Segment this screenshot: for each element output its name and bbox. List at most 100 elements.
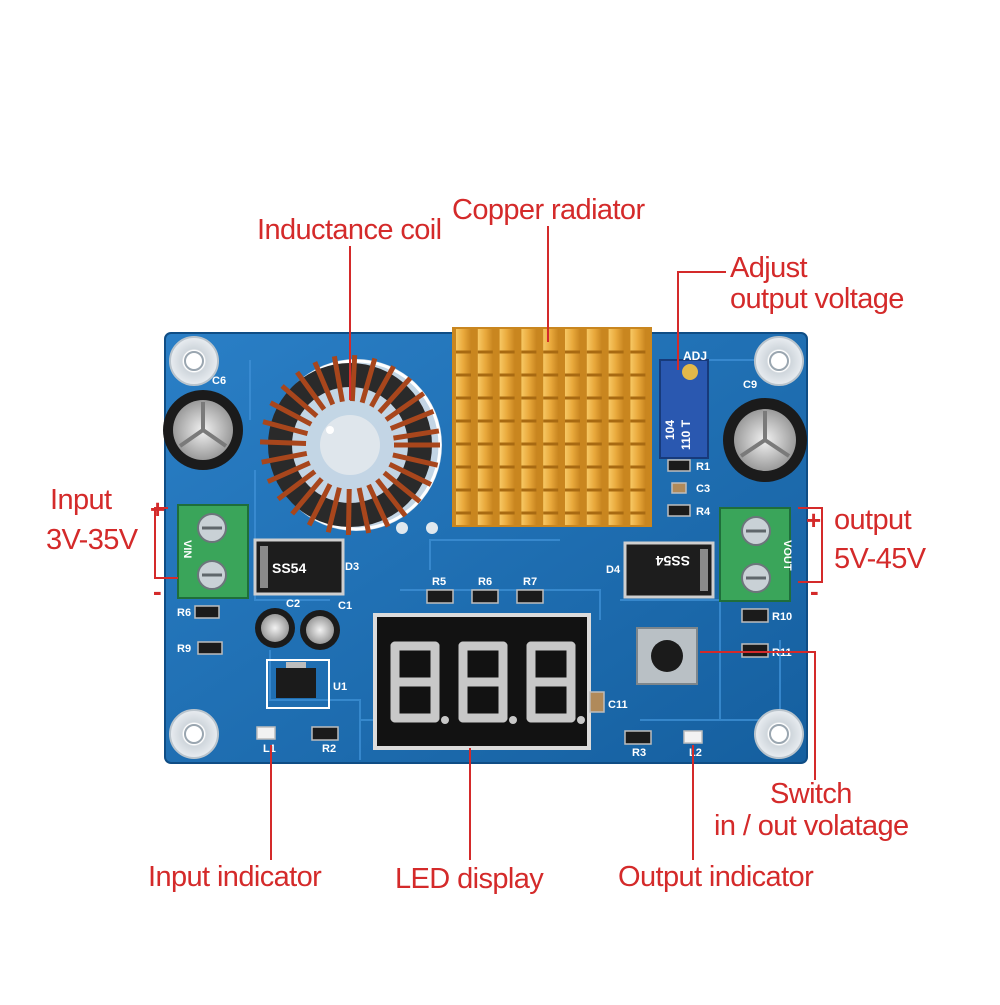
heatsink-fin [521,329,537,525]
silk-r5: R5 [432,576,446,588]
coil-winding [345,488,352,536]
silk-c11: C11 [608,699,628,711]
silk-pot-code-1: 104 [663,420,677,440]
input-minus-sign: - [153,576,162,606]
label-led-display: LED display [395,863,544,895]
leader-lines [154,226,823,860]
label-switch-line2: in / out volatage [714,810,909,842]
label-output-line2: 5V-45V [834,543,926,575]
heatsink-fin [630,329,646,525]
silk-d3: D3 [345,561,359,573]
silk-r3: R3 [632,747,646,759]
output-terminal: VOUT [719,507,793,602]
coil-winding [389,408,435,431]
silk-r7: R7 [523,576,537,588]
coil-winding [259,439,307,446]
coil-winding [280,384,319,419]
copper-radiator [452,327,652,527]
silk-vout: VOUT [781,540,793,571]
potentiometer-adj: ADJ 104 110 T [659,349,709,459]
coil-winding [269,400,313,427]
label-input-line1: Input [50,484,112,516]
led-decimal-point [441,716,449,724]
silk-r6: R6 [177,607,191,619]
coil-winding [262,419,309,437]
coil-winding [349,354,358,402]
label-output-indicator: Output indicator [618,861,814,893]
coil-winding [295,370,327,411]
coil-winding [331,355,345,403]
silk-u1: U1 [333,681,347,693]
label-adjust-line2: output voltage [730,283,904,315]
silk-r4: R4 [696,506,711,518]
resistors-r5-r7: R5 R6 R7 [426,576,544,604]
coil-winding [312,361,336,406]
silk-r10: R10 [772,611,792,623]
led-decimal-point [577,716,585,724]
label-output-line1: output [834,504,912,536]
coil-winding [276,469,317,502]
silk-r6b: R6 [478,576,492,588]
silk-c1: C1 [338,600,352,612]
coil-winding [388,462,432,487]
heatsink-fin [456,329,471,525]
inductance-coil [259,354,442,536]
silk-d4: D4 [606,564,621,576]
label-input-line2: 3V-35V [46,524,138,556]
regulator-u1: U1 [266,659,347,709]
coil-winding [266,460,311,484]
silk-l2: L2 [689,747,702,759]
coil-winding [325,487,342,533]
silk-r9: R9 [177,643,191,655]
coil-winding [384,391,426,422]
output-plus-sign: + [806,505,822,535]
silk-pot-code-2: 110 T [679,419,693,450]
silk-adj: ADJ [683,349,707,363]
output-minus-sign: - [810,576,819,606]
input-terminal: VIN [177,504,249,599]
label-switch-line1: Switch [770,778,852,810]
coil-winding [290,477,324,516]
diode-d3: SS54 D3 [253,538,359,596]
silk-ss54-d4: SS54 [656,553,690,569]
coil-winding [377,376,413,414]
silk-c3: C3 [696,483,710,495]
push-switch [636,627,698,685]
label-input-indicator: Input indicator [148,861,322,893]
diode-d4: SS54 D4 [606,541,715,599]
label-inductance-coil: Inductance coil [257,214,442,246]
silk-ss54-d3: SS54 [272,560,306,576]
coil-winding [356,487,372,534]
silk-c9: C9 [743,379,757,391]
silk-c2: C2 [286,598,300,610]
heatsink-fin [543,329,559,525]
capacitors-c1-c2: C2 C1 [255,598,352,650]
resistors-r10-r11: R10 R11 [741,608,792,659]
heatsink-fin [477,329,493,525]
coil-winding [366,483,391,528]
coil-winding [369,365,396,408]
coil-winding [306,483,333,527]
smd-r1-c3-r4: R1 C3 R4 [667,459,711,518]
silk-c6: C6 [212,375,226,387]
silk-l1: L1 [263,743,276,755]
silk-r1: R1 [696,461,710,473]
coil-winding [393,428,440,441]
coil-winding [375,478,408,518]
led-decimal-point [509,716,517,724]
coil-winding [261,450,308,465]
heatsink-fin [608,329,624,525]
coil-winding [359,357,378,404]
coil-winding [392,452,439,468]
resistors-r6-r9: R6 R9 [177,605,223,655]
heatsink-fin [499,329,515,525]
coil-winding [382,470,422,504]
indicator-leds: L1 R2 R3 L2 [256,726,703,759]
input-plus-sign: + [150,494,166,524]
heatsink-fin [586,329,602,525]
label-copper-radiator: Copper radiator [452,194,645,226]
mounting-holes [169,336,804,759]
capacitor-c6: C6 [163,375,243,470]
